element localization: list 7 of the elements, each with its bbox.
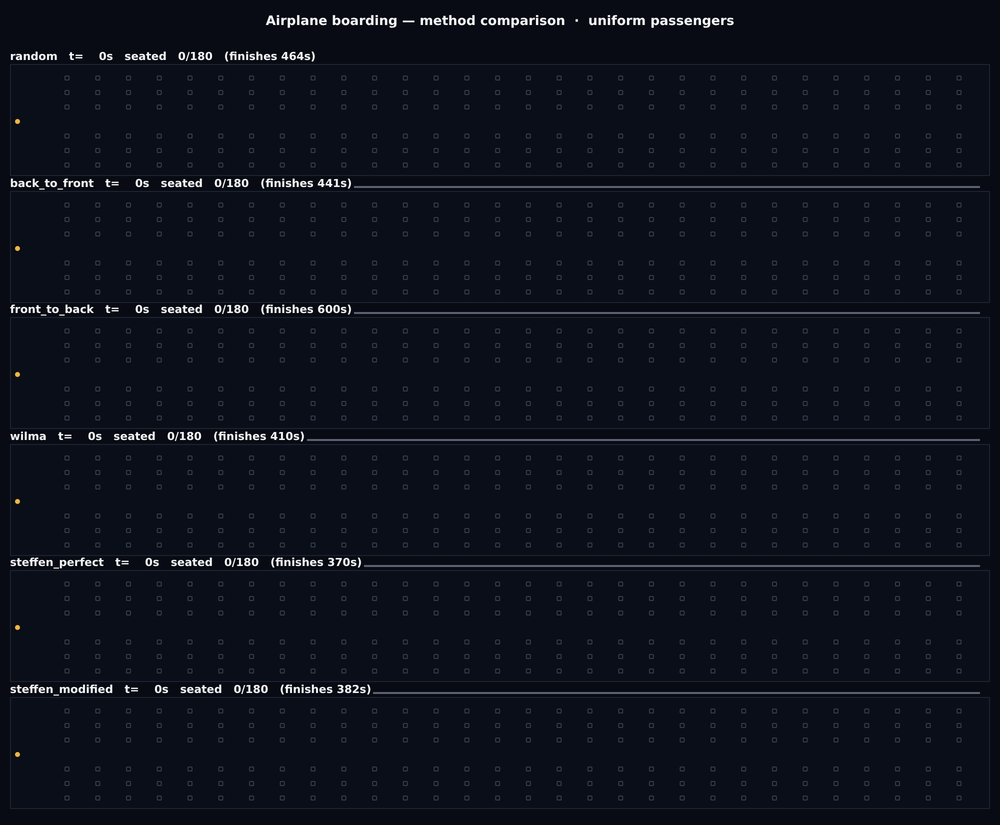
panel-heading: steffen_modified t= 0s seated 0/180 (finishes 382s) bbox=[10, 682, 372, 697]
chart-title: Airplane boarding — method comparison · uniform passengers bbox=[266, 13, 734, 31]
panel-heading: wilma t= 0s seated 0/180 (finishes 410s) bbox=[10, 430, 305, 444]
panel-heading: front_to_back t= 0s seated 0/180 (finishes 600s) bbox=[10, 303, 352, 318]
panel-heading: random t= 0s seated 0/180 (finishes 464s) bbox=[10, 50, 316, 64]
panel-heading: steffen_perfect t= 0s seated 0/180 (finishes 370s) bbox=[10, 556, 362, 570]
panel-heading: back_to_front t= 0s seated 0/180 (finishes 441s) bbox=[10, 176, 352, 191]
